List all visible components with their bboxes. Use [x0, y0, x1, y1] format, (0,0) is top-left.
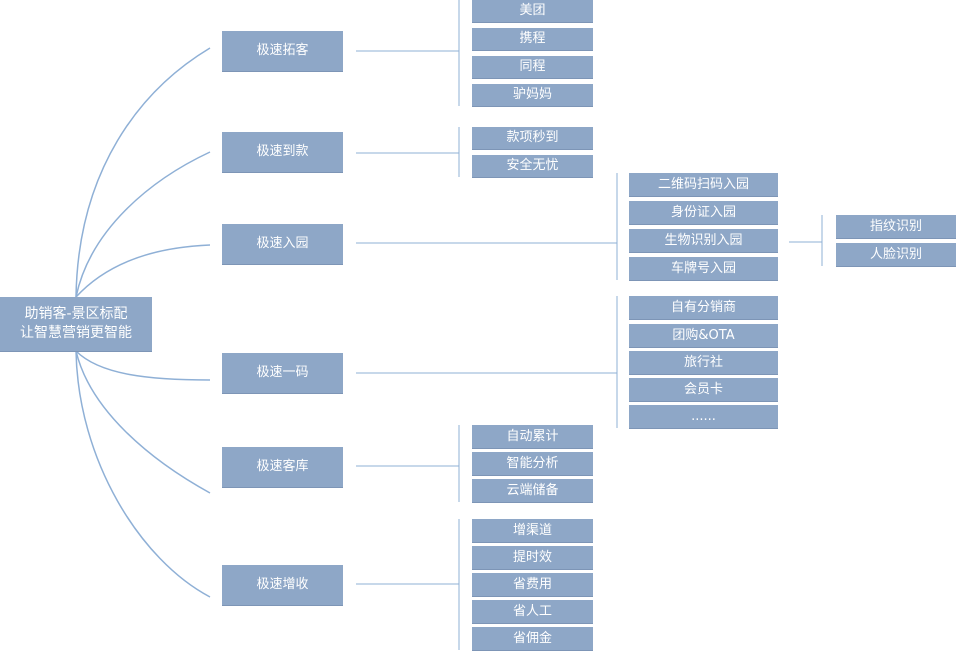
branch-node-zengshou[interactable]: 极速增收	[222, 565, 343, 605]
branch-node-ruyuan[interactable]: 极速入园	[222, 224, 343, 264]
leaf-smart-analysis[interactable]: 智能分析	[472, 452, 593, 475]
leaf-save-labor[interactable]: 省人工	[472, 600, 593, 623]
branch-node-keku[interactable]: 极速客库	[222, 447, 343, 487]
root-title-line1: 助销客-景区标配	[24, 306, 128, 322]
leaf-meituan[interactable]: 美团	[472, 0, 593, 22]
leaf-groupbuy-ota[interactable]: 团购&OTA	[629, 324, 778, 347]
leaf-face[interactable]: 人脸识别	[836, 243, 956, 266]
branch-node-yima[interactable]: 极速一码	[222, 353, 343, 393]
curve-to-keku	[75, 350, 211, 494]
leaf-member-card[interactable]: 会员卡	[629, 378, 778, 401]
branch-node-tuoke[interactable]: 极速拓客	[222, 31, 343, 71]
curve-to-ruyuan	[75, 244, 211, 298]
root-title-line2: 让智慧营销更智能	[20, 325, 132, 341]
leaf-fingerprint[interactable]: 指纹识别	[836, 215, 956, 238]
leaf-auto-accumulate[interactable]: 自动累计	[472, 425, 593, 448]
branch-node-daokuan[interactable]: 极速到款	[222, 132, 343, 172]
leaf-kuanxiang[interactable]: 款项秒到	[472, 127, 593, 149]
leaf-xiecheng[interactable]: 携程	[472, 28, 593, 50]
leaf-idcard[interactable]: 身份证入园	[629, 201, 778, 224]
leaf-qrcode[interactable]: 二维码扫码入园	[629, 173, 778, 196]
leaf-distributor[interactable]: 自有分销商	[629, 296, 778, 319]
leaf-efficiency[interactable]: 提时效	[472, 546, 593, 569]
leaf-save-commission[interactable]: 省佣金	[472, 627, 593, 650]
leaf-more[interactable]: ......	[629, 405, 778, 428]
leaf-tongcheng[interactable]: 同程	[472, 56, 593, 78]
curve-to-tuoke	[75, 47, 211, 298]
curve-to-yima	[75, 350, 211, 381]
leaf-lvmama[interactable]: 驴妈妈	[472, 84, 593, 106]
leaf-cloud-storage[interactable]: 云端储备	[472, 479, 593, 502]
leaf-add-channel[interactable]: 增渠道	[472, 519, 593, 542]
root-node[interactable]: 助销客-景区标配 让智慧营销更智能	[0, 297, 152, 351]
leaf-travel-agency[interactable]: 旅行社	[629, 351, 778, 374]
leaf-save-cost[interactable]: 省费用	[472, 573, 593, 596]
leaf-plate[interactable]: 车牌号入园	[629, 257, 778, 280]
curve-to-daokuan	[75, 151, 211, 298]
leaf-anquan[interactable]: 安全无忧	[472, 155, 593, 177]
curve-to-zengshou	[75, 350, 211, 598]
leaf-biometric[interactable]: 生物识别入园	[629, 229, 778, 252]
